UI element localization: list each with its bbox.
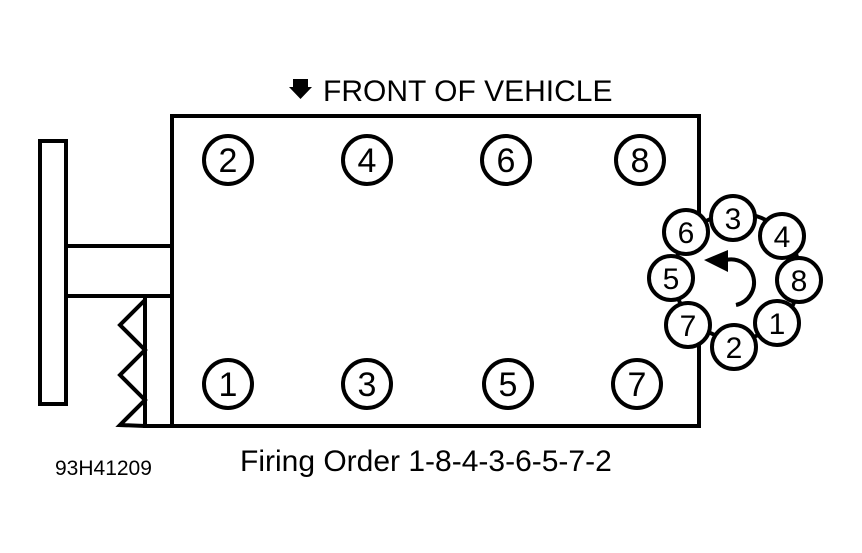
cylinder-4: 4 <box>341 134 393 186</box>
svg-text:8: 8 <box>791 265 808 298</box>
front-of-vehicle-label: FRONT OF VEHICLE <box>323 75 612 108</box>
figure-id: 93H41209 <box>55 457 152 480</box>
cylinder-group: 2 4 6 8 1 3 5 7 <box>202 134 666 410</box>
svg-text:3: 3 <box>725 203 742 236</box>
distributor-terminal-8: 8 <box>775 256 823 304</box>
svg-text:7: 7 <box>628 366 647 404</box>
svg-text:6: 6 <box>497 142 516 180</box>
down-arrow-icon <box>289 79 312 99</box>
cylinder-5: 5 <box>482 358 534 410</box>
rotation-arrowhead-icon <box>704 250 728 272</box>
belt-teeth <box>115 298 148 428</box>
crankshaft <box>64 244 174 298</box>
rotation-arrow-icon <box>725 257 757 307</box>
pulley-housing <box>143 294 174 428</box>
svg-text:2: 2 <box>726 332 743 365</box>
svg-text:5: 5 <box>663 263 680 296</box>
front-of-vehicle-header: FRONT OF VEHICLE <box>289 75 612 108</box>
svg-text:6: 6 <box>678 217 695 250</box>
distributor-terminal-7: 7 <box>664 301 712 349</box>
cylinder-1: 1 <box>202 358 254 410</box>
svg-text:2: 2 <box>219 142 238 180</box>
svg-text:7: 7 <box>680 310 697 343</box>
flywheel <box>38 139 68 406</box>
svg-text:8: 8 <box>631 142 650 180</box>
firing-order-label: Firing Order 1-8-4-3-6-5-7-2 <box>240 445 612 478</box>
svg-text:4: 4 <box>358 142 377 180</box>
distributor-terminal-3: 3 <box>709 194 757 242</box>
cylinder-3: 3 <box>341 358 393 410</box>
svg-text:3: 3 <box>358 366 377 404</box>
cylinder-6: 6 <box>480 134 532 186</box>
distributor-terminal-6: 6 <box>662 208 710 256</box>
distributor-terminal-1: 1 <box>753 299 801 347</box>
distributor-cap: 3 4 8 1 2 7 5 6 <box>647 194 823 371</box>
cylinder-8: 8 <box>614 134 666 186</box>
distributor-terminal-2: 2 <box>710 323 758 371</box>
svg-text:4: 4 <box>774 221 791 254</box>
cylinder-7: 7 <box>611 358 663 410</box>
svg-text:1: 1 <box>219 366 238 404</box>
distributor-terminal-5: 5 <box>647 254 695 302</box>
svg-text:1: 1 <box>769 308 786 341</box>
flywheel-assembly <box>38 139 174 428</box>
distributor-terminal-4: 4 <box>758 212 806 260</box>
cylinder-2: 2 <box>202 134 254 186</box>
svg-text:5: 5 <box>499 366 518 404</box>
